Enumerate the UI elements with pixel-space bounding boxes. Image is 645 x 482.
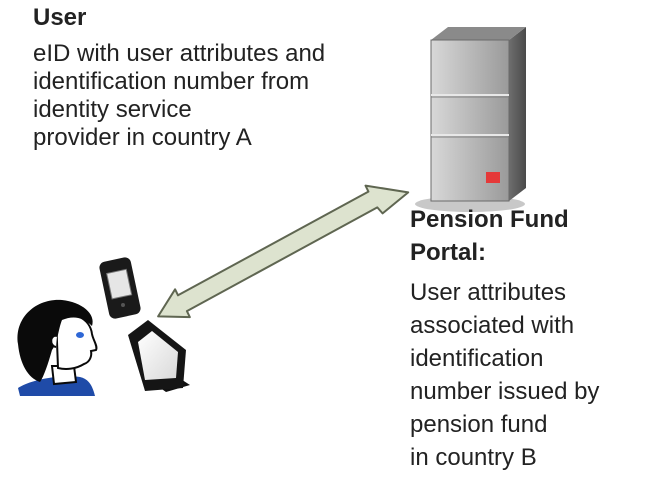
server-top-panel bbox=[431, 27, 526, 40]
connection-arrow bbox=[157, 184, 410, 319]
portal-title-line: Portal: bbox=[410, 239, 487, 266]
user-description-line: identification number from bbox=[33, 68, 310, 95]
user-title: User bbox=[33, 4, 87, 31]
portal-description-line: in country B bbox=[410, 444, 537, 471]
portal-description-line: pension fund bbox=[410, 411, 548, 438]
user-description-line: eID with user attributes and bbox=[33, 40, 326, 67]
portal-description-line: identification bbox=[410, 345, 544, 372]
server-icon bbox=[415, 27, 526, 212]
user-description-line: provider in country A bbox=[33, 124, 252, 151]
user-description: eID with user attributes and identificat… bbox=[33, 40, 423, 152]
user-avatar-icon bbox=[17, 299, 98, 396]
person-ear bbox=[50, 334, 58, 348]
portal-description-line: User attributes bbox=[410, 279, 567, 306]
server-status-light bbox=[486, 172, 500, 183]
person-eye bbox=[76, 332, 84, 338]
portal-description: User attributes associated with identifi… bbox=[410, 276, 645, 474]
monitor-screen bbox=[138, 331, 178, 380]
server-side-panel bbox=[509, 27, 526, 201]
portal-description-line: number issued by bbox=[410, 378, 600, 405]
portal-description-line: associated with bbox=[410, 312, 575, 339]
phone-button bbox=[121, 303, 125, 307]
user-description-line: identity service bbox=[33, 96, 192, 123]
person-face bbox=[54, 313, 98, 370]
portal-title: Pension Fund Portal: bbox=[410, 203, 640, 269]
portal-title-line: Pension Fund bbox=[410, 206, 569, 233]
mobile-phone-icon bbox=[99, 257, 141, 319]
phone-screen bbox=[106, 268, 133, 300]
computer-monitor-icon bbox=[128, 320, 190, 392]
double-headed-arrow-icon bbox=[157, 184, 410, 319]
